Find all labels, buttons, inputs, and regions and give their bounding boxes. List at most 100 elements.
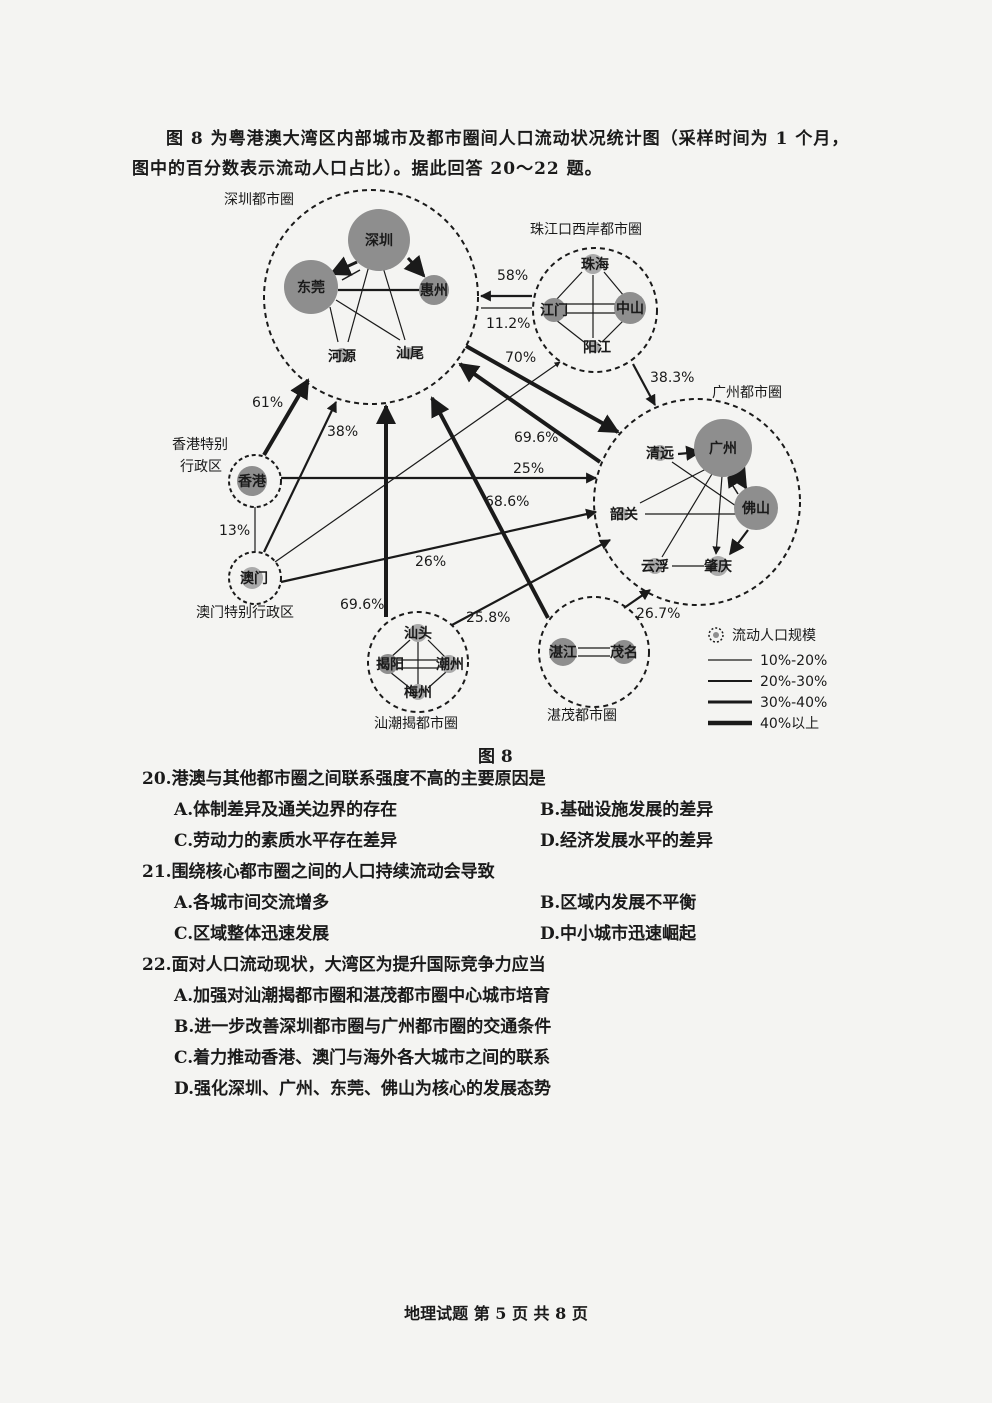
metro-label-west: 珠江口西岸都市圈 bbox=[530, 221, 642, 238]
flow-zhanmao-to-guangzhou bbox=[623, 589, 651, 609]
question-21-stem: 21.围绕核心都市圈之间的人口持续流动会导致 bbox=[142, 862, 495, 882]
link-dongguan-heyuan bbox=[329, 306, 339, 343]
city-label-shenzhen: 深圳 bbox=[365, 232, 393, 249]
city-node-shenzhen bbox=[348, 209, 410, 271]
flow-shenzhen-to-guangzhou bbox=[465, 344, 620, 434]
metro-label-hongkong-2: 行政区 bbox=[180, 459, 222, 475]
figure-caption: 图 8 bbox=[478, 747, 513, 767]
city-node-zhaoqing bbox=[708, 556, 728, 576]
city-node-zhongshan bbox=[614, 292, 646, 324]
question-22-stem: 22.面对人口流动现状，大湾区为提升国际竞争力应当 bbox=[142, 955, 546, 975]
hongkong-circle bbox=[228, 454, 282, 508]
flow-label-zhanmao-to-guangzhou: 26.7% bbox=[636, 606, 680, 622]
city-node-meizhou bbox=[410, 684, 426, 700]
question-list: 20.港澳与其他都市圈之间联系强度不高的主要原因是 A.体制差异及通关边界的存在… bbox=[142, 764, 782, 1105]
question-22-option-c: C.着力推动香港、澳门与海外各大城市之间的联系 bbox=[174, 1048, 551, 1068]
flow-guangzhou-to-shenzhen bbox=[458, 362, 602, 464]
city-label-yangjiang: 阳江 bbox=[583, 339, 611, 356]
city-label-foshan: 佛山 bbox=[741, 500, 770, 517]
city-label-shaoguan: 韶关 bbox=[610, 506, 638, 523]
shantou-metro-circle bbox=[367, 611, 469, 713]
flow-label-macau-to-shenzhen: 38% bbox=[327, 424, 358, 440]
city-node-hongkong bbox=[237, 466, 267, 496]
legend-label-1: 10%-20% bbox=[760, 653, 827, 669]
question-22-option-a: A.加强对汕潮揭都市圈和湛茂都市圈中心城市培育 bbox=[174, 986, 551, 1006]
metro-label-shantou: 汕潮揭都市圈 bbox=[374, 715, 458, 732]
question-21-option-c: C.区域整体迅速发展 bbox=[174, 924, 330, 944]
flow-label-shantou-to-west: 25.8% bbox=[466, 610, 510, 626]
city-label-dongguan: 东莞 bbox=[297, 279, 325, 296]
flow-label-hongkong-to-guangzhou: 25% bbox=[513, 461, 544, 477]
question-20-option-a: A.体制差异及通关边界的存在 bbox=[174, 800, 398, 820]
flow-macau-to-west bbox=[274, 361, 561, 563]
city-node-yangjiang bbox=[588, 341, 600, 353]
link-shantou-chaozhou bbox=[427, 639, 447, 659]
city-label-jiangmen: 江门 bbox=[540, 302, 568, 319]
flow-label-macau-to-hongkong: 13% bbox=[219, 523, 250, 539]
link-shantou-jieyang bbox=[389, 639, 411, 659]
link-jieyang-meizhou bbox=[389, 671, 411, 689]
link-foshan-zhaoqing bbox=[729, 529, 749, 556]
zhanmao-metro-circle bbox=[538, 596, 650, 708]
flow-label-hongkong-to-shenzhen: 61% bbox=[252, 395, 283, 411]
city-label-macau: 澳门 bbox=[240, 570, 268, 587]
city-node-shaoguan bbox=[616, 508, 628, 520]
flow-label-west-to-shenzhen: 58% bbox=[497, 268, 528, 284]
question-22-option-d: D.强化深圳、广州、东莞、佛山为核心的发展态势 bbox=[174, 1079, 552, 1099]
link-guangzhou-zhaoqing bbox=[712, 475, 723, 555]
city-node-qingyuan bbox=[652, 445, 668, 461]
city-node-dongguan bbox=[284, 260, 338, 314]
city-label-heyuan: 河源 bbox=[328, 348, 356, 365]
metro-label-macau: 澳门特别行政区 bbox=[196, 605, 294, 621]
city-node-huizhou bbox=[419, 275, 449, 305]
link-jiangmen-yangjiang bbox=[555, 319, 585, 343]
question-22-option-b: B.进一步改善深圳都市圈与广州都市圈的交通条件 bbox=[174, 1017, 552, 1037]
intro-line-1: 图 8 为粤港澳大湾区内部城市及都市圈间人口流动状况统计图（采样时间为 1 个月… bbox=[166, 129, 850, 149]
question-20-option-b: B.基础设施发展的差异 bbox=[540, 800, 714, 820]
link-zhongshan-yangjiang bbox=[601, 319, 625, 343]
city-node-chaozhou bbox=[440, 655, 458, 673]
link-foshan-guangzhou bbox=[727, 477, 739, 495]
city-label-zhanjiang: 湛江 bbox=[549, 644, 577, 661]
question-22-options: A.加强对汕潮揭都市圈和湛茂都市圈中心城市培育 B.进一步改善深圳都市圈与广州都… bbox=[142, 981, 782, 1105]
legend-scale-icon bbox=[708, 627, 724, 643]
legend-label-2: 20%-30% bbox=[760, 674, 827, 690]
page-footer: 地理试题 第 5 页 共 8 页 bbox=[404, 1304, 588, 1323]
flow-label-guangzhou-to-shenzhen: 69.6% bbox=[514, 430, 558, 446]
question-20-option-c: C.劳动力的素质水平存在差异 bbox=[174, 831, 398, 851]
link-guangzhou-yunfu bbox=[661, 473, 713, 558]
flow-hongkong-to-shenzhen bbox=[262, 378, 310, 457]
question-20-options: A.体制差异及通关边界的存在 B.基础设施发展的差异 C.劳动力的素质水平存在差… bbox=[142, 795, 782, 857]
city-node-jieyang bbox=[378, 654, 398, 674]
intro-paragraph: 图 8 为粤港澳大湾区内部城市及都市圈间人口流动状况统计图（采样时间为 1 个月… bbox=[132, 124, 872, 184]
flow-label-shenzhen-to-guangzhou: 70% bbox=[505, 350, 536, 366]
city-label-maoming: 茂名 bbox=[610, 644, 638, 661]
question-21-option-d: D.中小城市迅速崛起 bbox=[540, 924, 697, 944]
question-20-stem: 20.港澳与其他都市圈之间联系强度不高的主要原因是 bbox=[142, 769, 546, 789]
city-label-meizhou: 梅州 bbox=[404, 684, 432, 701]
question-21-option-a: A.各城市间交流增多 bbox=[174, 893, 330, 913]
city-node-heyuan bbox=[335, 348, 349, 362]
link-dongguan-shanwei bbox=[335, 299, 401, 341]
question-21-options: A.各城市间交流增多 B.区域内发展不平衡 C.区域整体迅速发展 D.中小城市迅… bbox=[142, 888, 782, 950]
flow-label-macau-to-guangzhou: 26% bbox=[415, 554, 446, 570]
city-label-zhaoqing: 肇庆 bbox=[704, 558, 732, 575]
legend: 流动人口规模 10%-20% 20%-30% 30%-40% 40%以上 bbox=[708, 627, 827, 732]
city-node-shantou bbox=[409, 624, 427, 642]
metro-label-guangzhou: 广州都市圈 bbox=[712, 384, 782, 401]
link-qingyuan-foshan bbox=[671, 461, 737, 507]
link-dongguan-shenzhen bbox=[341, 269, 361, 281]
flow-macau-to-guangzhou bbox=[280, 508, 598, 584]
link-shenzhen-dongguan bbox=[329, 256, 358, 276]
metro-label-hongkong-1: 香港特别 bbox=[172, 437, 228, 453]
link-shenzhen-huizhou bbox=[403, 254, 426, 278]
flow-label-shantou-up: 69.6% bbox=[340, 597, 384, 613]
city-label-jieyang: 揭阳 bbox=[376, 656, 404, 673]
city-node-zhuhai bbox=[583, 254, 603, 274]
flow-label-shantou-to-shenzhen: 68.6% bbox=[485, 494, 529, 510]
legend-scale-label: 流动人口规模 bbox=[732, 628, 816, 644]
city-label-qingyuan: 清远 bbox=[646, 445, 674, 462]
question-21-option-b: B.区域内发展不平衡 bbox=[540, 893, 697, 913]
flow-label-west-to-guangzhou: 38.3% bbox=[650, 370, 694, 386]
city-label-chaozhou: 潮州 bbox=[436, 656, 464, 673]
